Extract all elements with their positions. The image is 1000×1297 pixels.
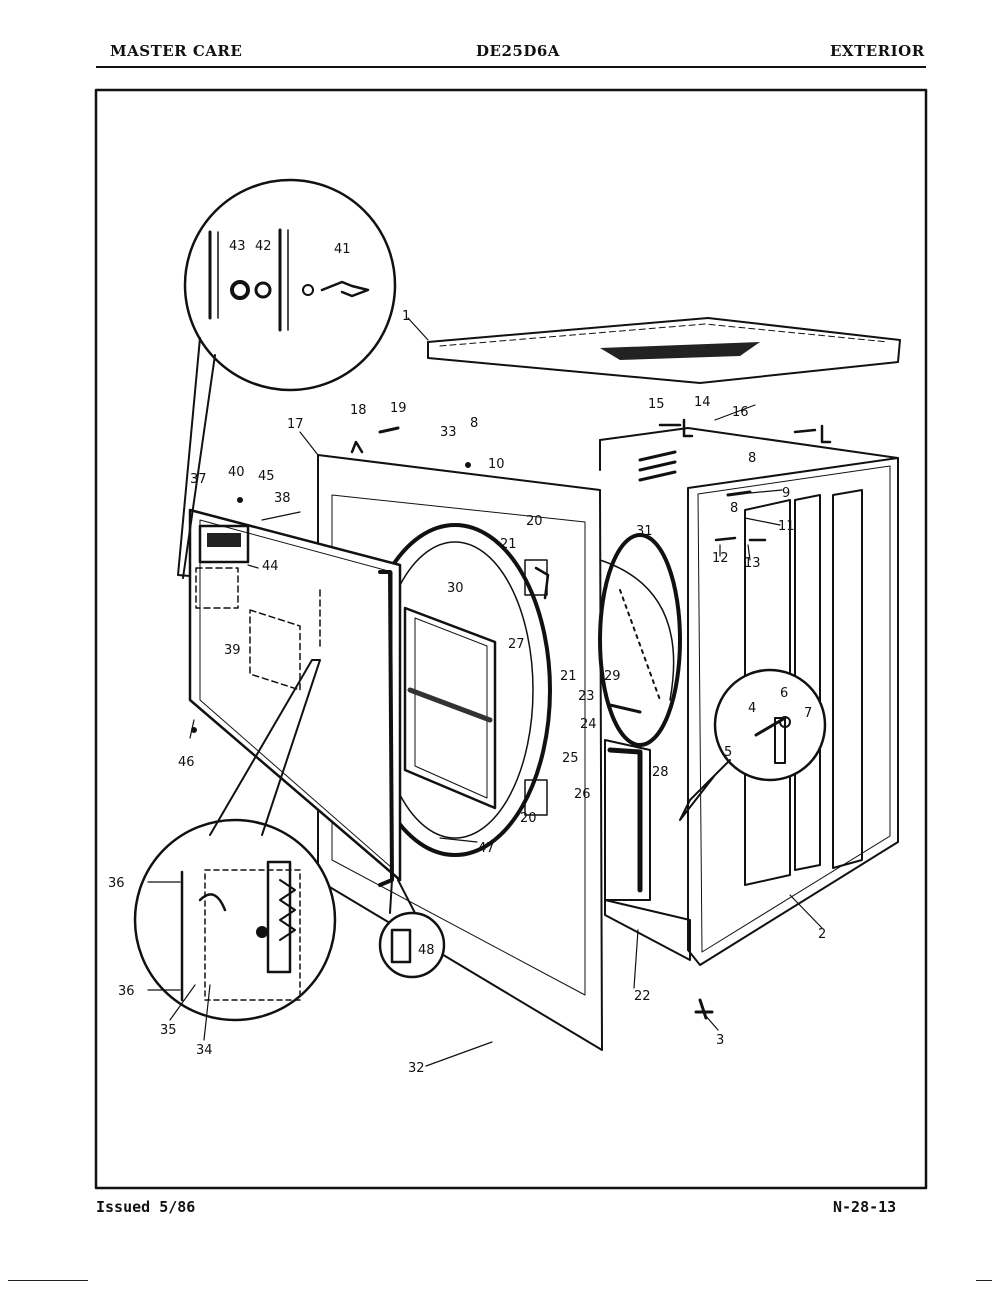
section-title: EXTERIOR [830, 42, 925, 60]
callout-7: 7 [804, 706, 812, 721]
callout-23: 23 [578, 689, 595, 704]
callout-8-top: 8 [470, 416, 478, 431]
callout-42: 42 [255, 239, 272, 254]
callout-10: 10 [488, 457, 505, 472]
callout-5: 5 [724, 745, 732, 760]
callout-43: 43 [229, 239, 246, 254]
callout-45: 45 [258, 469, 275, 484]
callout-28: 28 [652, 765, 669, 780]
callout-8-bracket: 8 [730, 501, 738, 516]
callout-14: 14 [694, 395, 711, 410]
callout-30: 30 [447, 581, 464, 596]
callout-27: 27 [508, 637, 525, 652]
leader-lines [147, 317, 823, 1067]
callout-35: 35 [160, 1023, 177, 1038]
header-rule [96, 66, 926, 68]
callout-17: 17 [287, 417, 304, 432]
callout-24: 24 [580, 717, 597, 732]
callout-25: 25 [562, 751, 579, 766]
drum [598, 533, 682, 747]
callout-32: 32 [408, 1061, 425, 1076]
callout-40: 40 [228, 465, 245, 480]
callout-12: 12 [712, 551, 729, 566]
callout-44: 44 [262, 559, 279, 574]
callout-26: 26 [574, 787, 591, 802]
header-left-label: MASTER CARE [110, 42, 243, 60]
callout-20-bottom: 20 [520, 811, 537, 826]
lint-filter [403, 606, 497, 810]
callout-41: 41 [334, 242, 351, 257]
callout-29: 29 [604, 669, 621, 684]
diagram-frame [94, 88, 928, 1190]
callout-22: 22 [634, 989, 651, 1004]
callout-21-mid: 21 [560, 669, 577, 684]
callout-2: 2 [818, 927, 826, 942]
callout-1: 1 [402, 309, 410, 324]
callout-38: 38 [274, 491, 291, 506]
callout-31: 31 [636, 524, 653, 539]
callout-47: 47 [478, 841, 495, 856]
callout-9: 9 [782, 486, 790, 501]
callout-46: 46 [178, 755, 195, 770]
page-code: N-28-13 [833, 1198, 897, 1216]
issue-date: Issued 5/86 [96, 1198, 196, 1216]
callout-37: 37 [190, 472, 207, 487]
callout-15: 15 [648, 397, 665, 412]
callout-4: 4 [748, 701, 756, 716]
callout-21-top: 21 [500, 537, 517, 552]
callout-19: 19 [390, 401, 407, 416]
callout-20-top: 20 [526, 514, 543, 529]
inset-component [378, 879, 446, 979]
callout-18: 18 [350, 403, 367, 418]
callout-3: 3 [716, 1033, 724, 1048]
callout-34: 34 [196, 1043, 213, 1058]
small-hardware [191, 418, 832, 1020]
callout-6: 6 [780, 686, 788, 701]
callout-16: 16 [732, 405, 749, 420]
callout-13: 13 [744, 556, 761, 571]
scan-artifact-right [976, 1280, 992, 1281]
model-number: DE25D6A [476, 42, 560, 60]
door [188, 508, 402, 887]
callout-11: 11 [778, 519, 795, 534]
callout-labels: 1 2 3 4 5 6 7 8 8 8 9 10 11 12 13 14 15 … [108, 239, 826, 1076]
callout-48: 48 [418, 943, 435, 958]
top-panel [427, 317, 901, 384]
callout-33: 33 [440, 425, 457, 440]
callout-36-bottom: 36 [118, 984, 135, 999]
inset-bracket [679, 668, 827, 821]
callout-39: 39 [224, 643, 241, 658]
heater-assembly [604, 739, 691, 961]
callout-8-side: 8 [748, 451, 756, 466]
callout-36-top: 36 [108, 876, 125, 891]
scan-artifact-left [8, 1280, 88, 1281]
inset-hinge [177, 178, 397, 579]
inset-door-switch [133, 659, 337, 1022]
